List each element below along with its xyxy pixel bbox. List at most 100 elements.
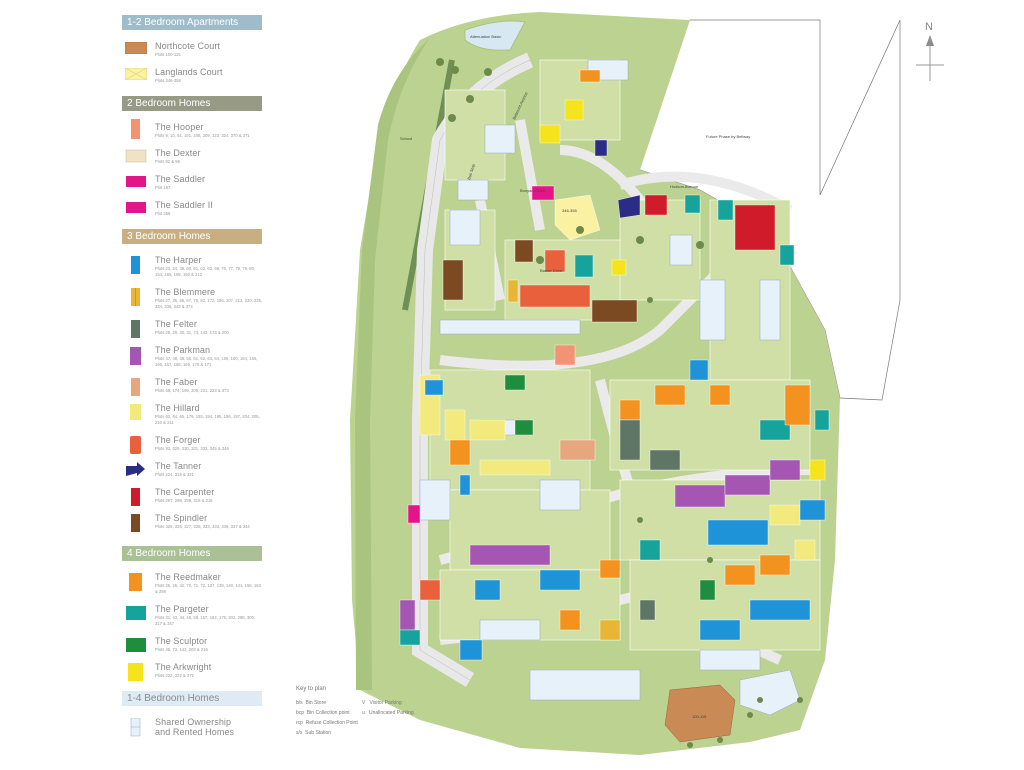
legend-item-plots: Plots 25, 26, 42, 70, 71, 72, 137, 138, … [155, 583, 261, 594]
legend-category-apartments: 1-2 Bedroom Apartments [122, 15, 262, 30]
legend-item-name: The Faber [155, 377, 198, 387]
legend-item-name: The Sculptor [155, 636, 208, 646]
bus-stop-label: Bus Stop [466, 163, 476, 181]
legend-item-plots: Plots 47, 48, 49, 50, 51, 52, 53, 54, 15… [155, 356, 258, 367]
legend-category-3-bed: 3 Bedroom Homes [122, 229, 262, 244]
blemmere-swatch [131, 288, 140, 306]
school-label: School [400, 136, 412, 141]
attenuation-basin-label: Attenuation Basin [470, 34, 501, 39]
legend-item: The Parkman Plots 47, 48, 49, 50, 51, 52… [122, 344, 262, 376]
legend-item: The Saddler II Plot 359 [122, 199, 262, 225]
legend-item-plots: Plot 187 [155, 185, 171, 190]
key-label: Sub Station [305, 730, 332, 736]
key-abbr: s/s [296, 730, 303, 736]
legend: 1-2 Bedroom Apartments Northcote Court P… [122, 15, 262, 742]
legend-item: The Spindler Plots 325, 326, 327, 328, 3… [122, 512, 262, 546]
legend-item-plots: Plots 56, 174, 199, 200, 221, 223 & 373 [155, 388, 229, 393]
legend-category-1-4-bed: 1-4 Bedroom Homes [122, 691, 262, 706]
key-label: Bin Store [305, 700, 327, 706]
legend-item-name: The Arkwright [155, 662, 212, 672]
north-arrow: N [916, 21, 944, 81]
legend-item: The Arkwright Plots 222, 322 & 372 [122, 661, 262, 691]
legend-item-plots: Plots 346-358 [155, 78, 181, 83]
legend-item-plots: Plots 93, 329, 330, 331, 332, 345 & 346 [155, 446, 229, 451]
legend-item: Langlands Court Plots 346-358 [122, 66, 262, 92]
pargeter-swatch [126, 606, 146, 620]
northcote-court-swatch [125, 42, 147, 54]
legend-item: The Carpenter Plots 297, 298, 299, 318 &… [122, 486, 262, 512]
legend-item-plots: Plot 359 [155, 211, 171, 216]
key-abbr: u [362, 710, 365, 716]
key-entry: b/s Bin Store [296, 700, 326, 706]
key-entry: rcp Refuse Collection Point [296, 720, 358, 726]
felter-swatch [131, 320, 140, 338]
legend-item-plots: Plots 297, 298, 299, 318 & 319 [155, 498, 213, 503]
key-entry: u Unallocated Parking [362, 710, 414, 716]
forger-swatch [130, 436, 141, 454]
key-label: Bin Collection point [306, 710, 350, 716]
legend-item-plots: Plots 9, 10, 81, 191, 208, 209, 323, 324… [155, 133, 250, 138]
legend-item-plots: Plots 325, 326, 327, 328, 333, 333, 336,… [155, 524, 250, 529]
legend-item-plots: Plots 92 & 96 [155, 159, 180, 164]
key-title: Key to plan [296, 686, 327, 692]
legend-item: The Dexter Plots 92 & 96 [122, 147, 262, 173]
key-entry: s/s Sub Station [296, 730, 331, 736]
sculptor-swatch [126, 638, 146, 652]
northcote-court-building [664, 684, 736, 743]
northcote-plot-label: 100-115 [692, 714, 707, 719]
legend-item: The Reedmaker Plots 25, 26, 42, 70, 71, … [122, 571, 262, 603]
hooper-swatch [131, 119, 140, 139]
legend-item-plots: Plots 45, 73, 142, 203 & 216 [155, 647, 208, 652]
legend-item-name: The Hillard [155, 403, 200, 413]
legend-item-name: Shared Ownership [155, 717, 232, 727]
key-to-plan: Key to plan b/s Bin Store bcp Bin Collec… [296, 686, 414, 736]
dexter-swatch [125, 149, 147, 163]
legend-category-4-bed: 4 Bedroom Homes [122, 546, 262, 561]
street-label: Barker Drive [540, 268, 563, 273]
house-blocks [399, 69, 830, 661]
legend-item-name: The Reedmaker [155, 572, 221, 582]
legend-item-plots: Plots 63, 64, 65, 179, 193, 194, 195, 19… [155, 414, 260, 425]
legend-item: The Forger Plots 93, 329, 330, 331, 332,… [122, 434, 262, 460]
legend-item: The Saddler Plot 187 [122, 173, 262, 199]
legend-item-name: The Blemmere [155, 287, 216, 297]
future-phase-label: Future Phase by Bellway [706, 134, 750, 139]
legend-item-plots: Plots 27, 35, 66, 67, 75, 82, 172, 196, … [155, 298, 263, 309]
key-label: Visitor Parking [369, 700, 402, 706]
legend-item-name: The Dexter [155, 148, 201, 158]
attenuation-basin [464, 20, 526, 51]
key-label: Refuse Collection Point [305, 720, 358, 726]
trees [436, 58, 803, 748]
key-label: Unallocated Parking [368, 710, 414, 716]
legend-item: Shared Ownership and Rented Homes [122, 716, 262, 742]
carpenter-swatch [131, 488, 140, 506]
legend-item-name: The Spindler [155, 513, 208, 523]
legend-item-name: The Saddler [155, 174, 206, 184]
legend-item-name: The Hooper [155, 122, 204, 132]
legend-item: The Sculptor Plots 45, 73, 142, 203 & 21… [122, 635, 262, 661]
green-verge [355, 38, 430, 690]
legend-item: The Felter Plots 28, 29, 30, 31, 74, 143… [122, 318, 262, 344]
north-label: N [925, 21, 933, 33]
langlands-court-swatch [125, 68, 147, 80]
legend-item-name: The Tanner [155, 461, 202, 471]
faber-swatch [131, 378, 140, 396]
shared-ownership-homes [419, 59, 801, 716]
parkman-swatch [130, 347, 141, 365]
street-label: Bunyan Close [520, 188, 546, 193]
arkwright-swatch [128, 663, 143, 681]
key-abbr: rcp [296, 720, 303, 726]
legend-item: The Tanner Plots 224, 319 & 321 [122, 460, 262, 486]
legend-item: The Blemmere Plots 27, 35, 66, 67, 75, 8… [122, 286, 262, 318]
legend-item: The Hillard Plots 63, 64, 65, 179, 193, … [122, 402, 262, 434]
saddler-ii-swatch [126, 202, 146, 213]
key-abbr: bcp [296, 710, 305, 716]
legend-item: The Faber Plots 56, 174, 199, 200, 221, … [122, 376, 262, 402]
legend-item-plots: Plots 222, 322 & 372 [155, 673, 194, 678]
legend-item-name: The Forger [155, 435, 201, 445]
tanner-swatch [126, 462, 145, 476]
hillard-swatch [130, 404, 141, 420]
legend-item-plots: Plots 31, 43, 44, 46, 58, 157, 162, 175,… [155, 615, 256, 626]
legend-item-name-line2: and Rented Homes [155, 727, 235, 737]
